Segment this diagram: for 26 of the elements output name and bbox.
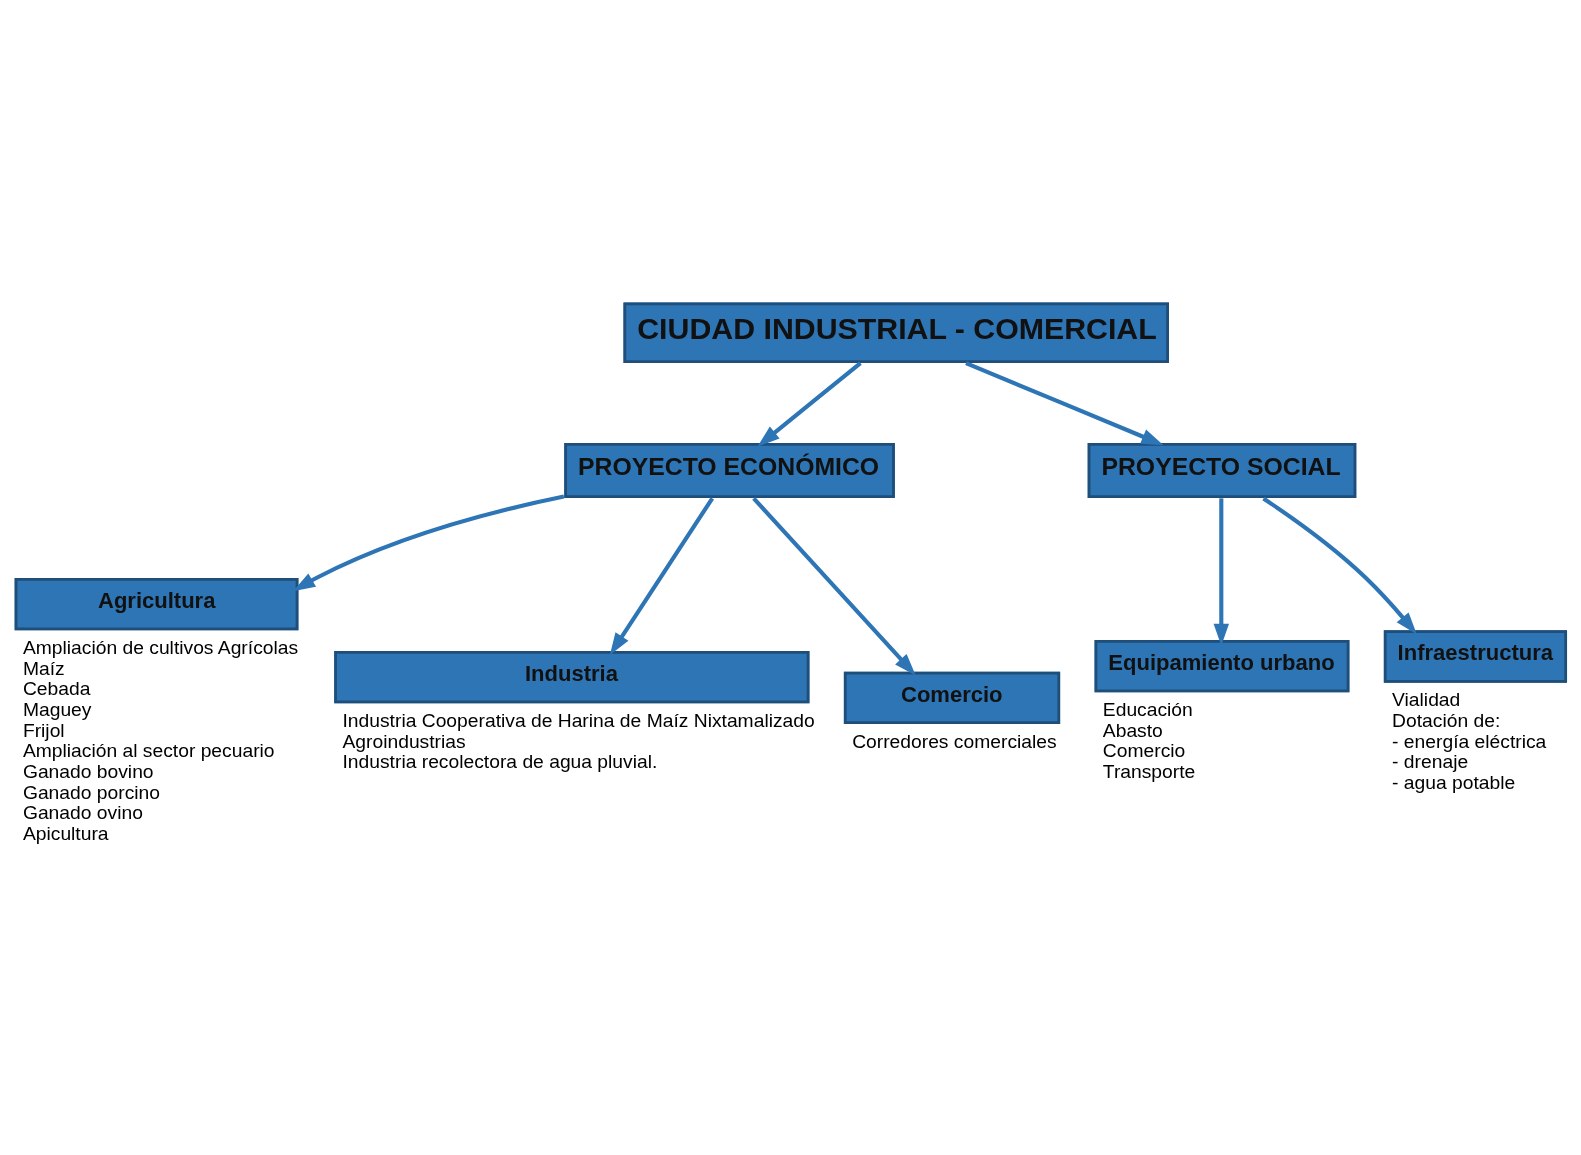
node-label: Apicultura (22, 822, 109, 844)
arrow (293, 494, 565, 591)
node-label: Transporte (1102, 760, 1196, 782)
node-label: Cebada (22, 677, 91, 699)
node-label: - energía eléctrica (1392, 730, 1547, 752)
arrow (1213, 497, 1230, 646)
node-label: Frijol (22, 719, 65, 741)
node-label: Ampliación de cultivos Agrícolas (22, 636, 299, 658)
arrow (1262, 496, 1417, 634)
arrow (752, 496, 916, 675)
node-label: Corredores comerciales (852, 730, 1057, 752)
node-label: Ganado porcino (22, 781, 161, 803)
node-label: Comercio (1102, 739, 1186, 761)
node-label: Agroindustrias (342, 730, 466, 752)
node-label: Maguey (22, 698, 92, 720)
node-label: Educación (1102, 698, 1193, 720)
node-label: Abasto (1102, 719, 1163, 741)
node-label: Dotación de: (1392, 709, 1501, 731)
node-label: Industria Cooperativa de Harina de Maíz Nixtamalizado (342, 709, 815, 731)
arrow (609, 496, 714, 655)
node-label: Vialidad (1392, 688, 1461, 710)
arrow (965, 360, 1164, 445)
arrow (757, 361, 862, 446)
node-label: - agua potable (1392, 771, 1516, 793)
node-label: Ganado bovino (22, 760, 154, 782)
node-label: Maíz (22, 657, 65, 679)
